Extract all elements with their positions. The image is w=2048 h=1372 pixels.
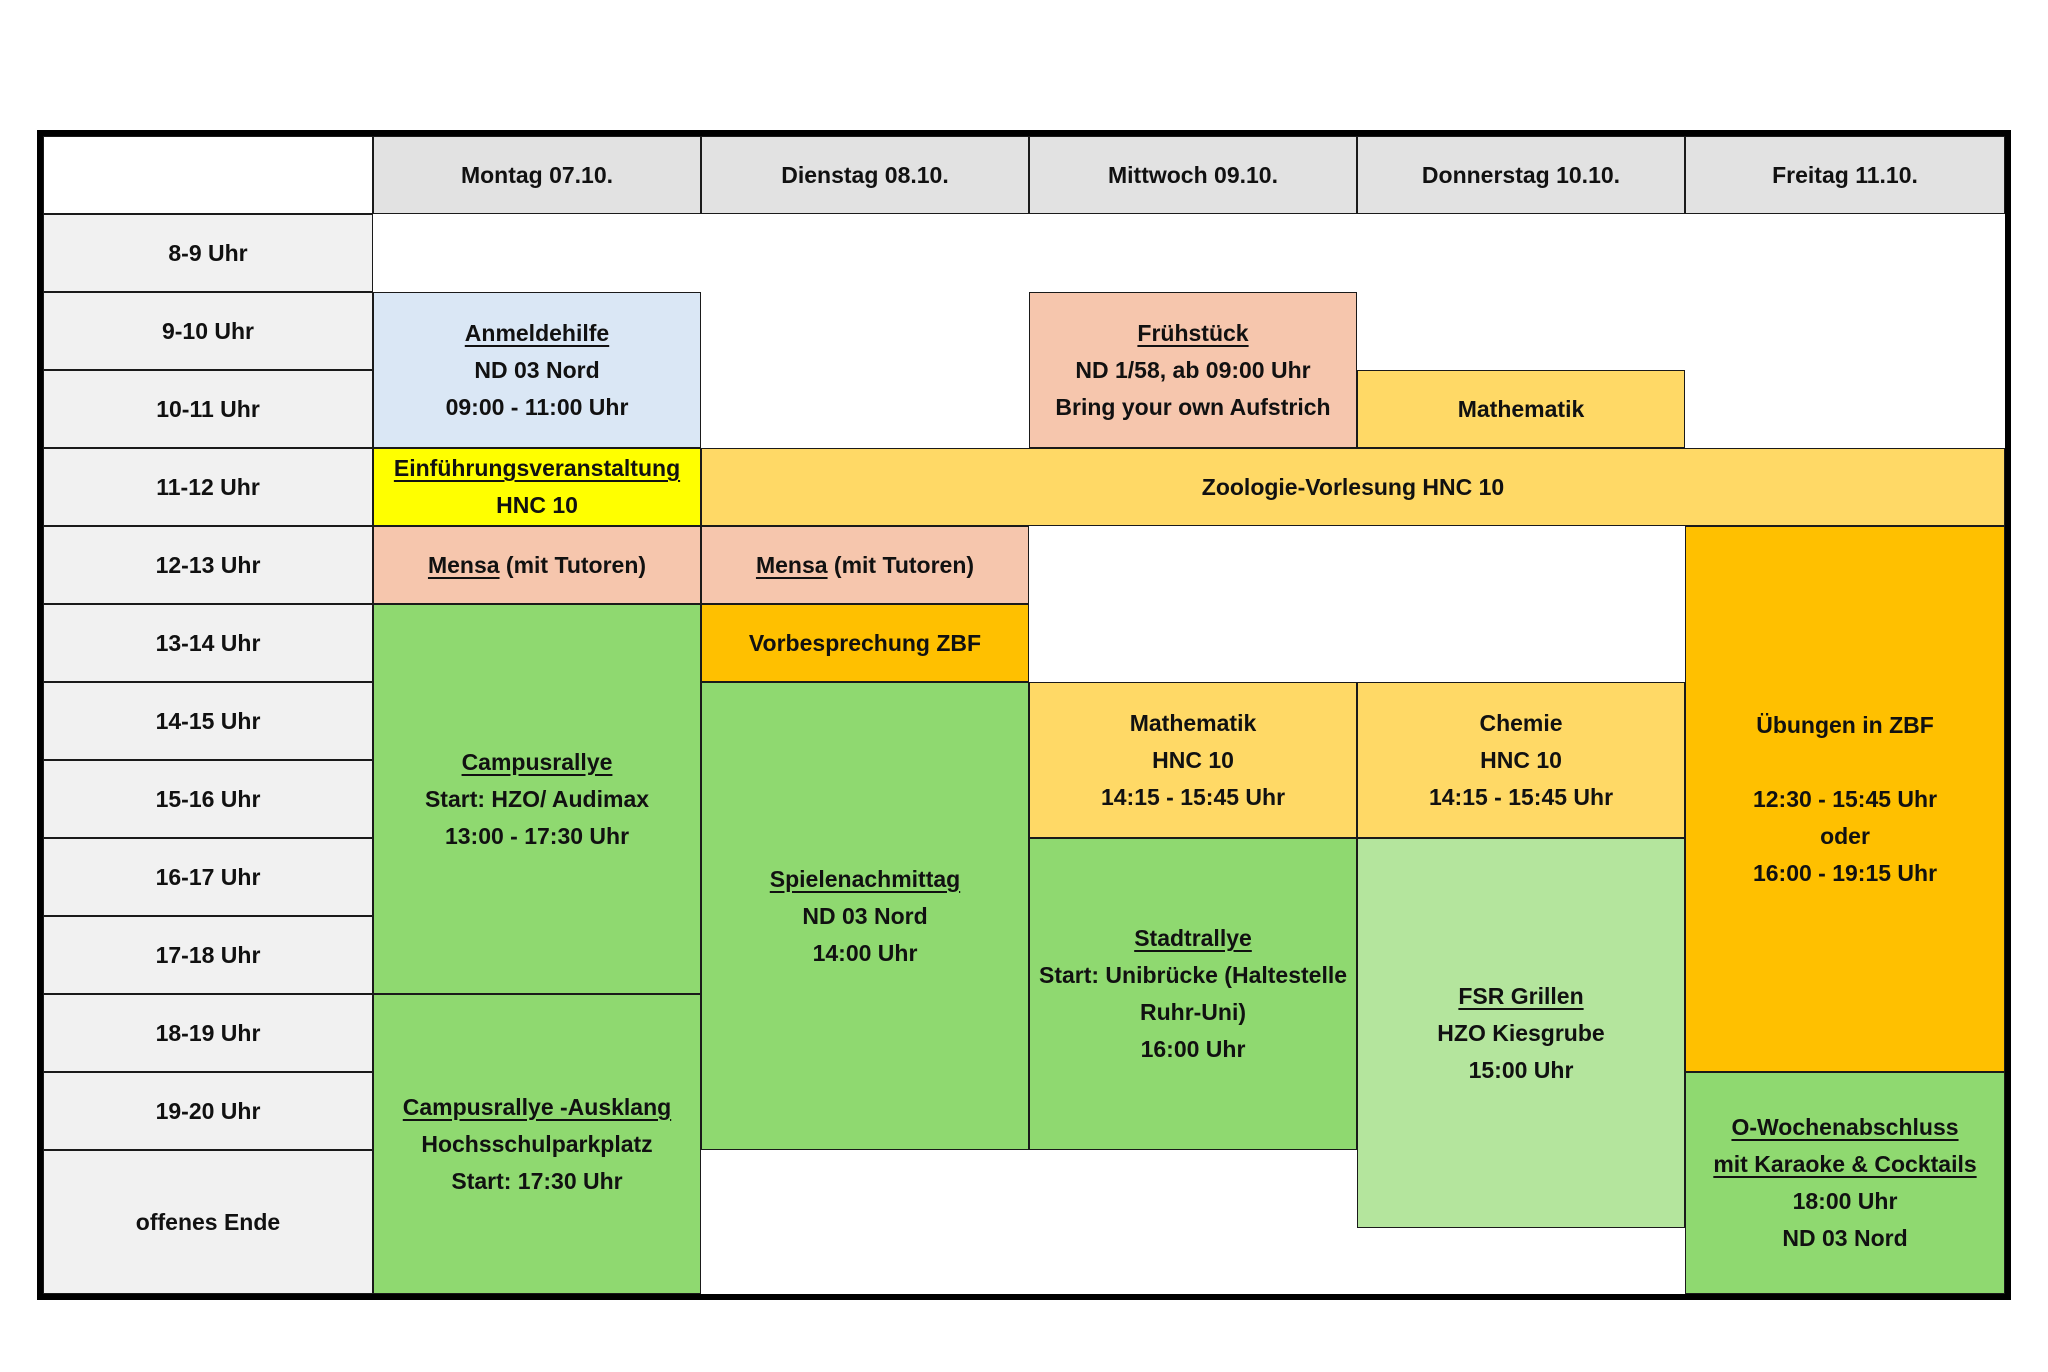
event-location: HNC 10 bbox=[1480, 746, 1562, 773]
event-fruehstueck: Frühstück ND 1/58, ab 09:00 Uhr Bring yo… bbox=[1029, 292, 1357, 448]
time-slot: offenes Ende bbox=[43, 1150, 373, 1294]
event-time: 13:00 - 17:30 Uhr bbox=[444, 822, 630, 849]
event-title: Übungen in ZBF bbox=[1756, 711, 1934, 738]
event-time: 14:00 Uhr bbox=[812, 939, 918, 966]
time-slot: 9-10 Uhr bbox=[43, 292, 373, 370]
time-slot: 13-14 Uhr bbox=[43, 604, 373, 682]
event-time: 16:00 Uhr bbox=[1140, 1036, 1246, 1062]
event-mathematik-thursday: Mathematik bbox=[1357, 370, 1685, 448]
event-time: 09:00 - 11:00 Uhr bbox=[445, 393, 629, 420]
event-title: Stadtrallye bbox=[1134, 925, 1252, 951]
event-title: Frühstück bbox=[1137, 319, 1249, 346]
event-note: Bring your own Aufstrich bbox=[1055, 393, 1331, 420]
time-slot: 19-20 Uhr bbox=[43, 1072, 373, 1150]
event-spielenachmittag: Spielenachmittag ND 03 Nord 14:00 Uhr bbox=[701, 682, 1029, 1150]
event-campusrallye: Campusrallye Start: HZO/ Audimax 13:00 -… bbox=[373, 604, 701, 994]
event-einfuehrungsveranstaltung: Einführungsveranstaltung HNC 10 bbox=[373, 448, 701, 526]
event-location: HZO Kiesgrube bbox=[1437, 1019, 1605, 1046]
event-location: Start: HZO/ Audimax bbox=[424, 785, 650, 812]
day-header-friday: Freitag 11.10. bbox=[1685, 136, 2005, 214]
event-title: Mathematik bbox=[1129, 709, 1257, 736]
time-slot: 11-12 Uhr bbox=[43, 448, 373, 526]
event-location: Hochsschulparkplatz bbox=[421, 1130, 653, 1157]
event-location: ND 03 Nord bbox=[802, 902, 928, 929]
event-fsr-grillen: FSR Grillen HZO Kiesgrube 15:00 Uhr bbox=[1357, 838, 1685, 1228]
event-location: HNC 10 bbox=[1152, 746, 1234, 773]
event-o-wochenabschluss: O-Wochenabschluss mit Karaoke & Cocktail… bbox=[1685, 1072, 2005, 1294]
event-time: 18:00 Uhr bbox=[1792, 1188, 1898, 1214]
time-slot: 17-18 Uhr bbox=[43, 916, 373, 994]
time-slot: 18-19 Uhr bbox=[43, 994, 373, 1072]
event-uebungen-zbf: Übungen in ZBF 12:30 - 15:45 Uhr oder 16… bbox=[1685, 526, 2005, 1072]
event-title: Chemie bbox=[1479, 709, 1563, 736]
event-time: 15:00 Uhr bbox=[1468, 1056, 1574, 1083]
event-location-cont: Ruhr-Uni) bbox=[1139, 999, 1247, 1025]
event-stadtrallye: Stadtrallye Start: Unibrücke (Haltestell… bbox=[1029, 838, 1357, 1150]
event-location: ND 1/58, ab 09:00 Uhr bbox=[1075, 356, 1311, 383]
event-zoologie-vorlesung: Zoologie-Vorlesung HNC 10 bbox=[701, 448, 2005, 526]
event-time-alt: 16:00 - 19:15 Uhr bbox=[1752, 859, 1938, 886]
event-chemie: Chemie HNC 10 14:15 - 15:45 Uhr bbox=[1357, 682, 1685, 838]
time-slot: 12-13 Uhr bbox=[43, 526, 373, 604]
event-title: Campusrallye bbox=[461, 748, 613, 775]
event-mensa-tuesday: Mensa (mit Tutoren) bbox=[701, 526, 1029, 604]
event-vorbesprechung-zbf: Vorbesprechung ZBF bbox=[701, 604, 1029, 682]
event-time: 14:15 - 15:45 Uhr bbox=[1100, 783, 1286, 810]
day-header-wednesday: Mittwoch 09.10. bbox=[1029, 136, 1357, 214]
schedule-table: Montag 07.10. Dienstag 08.10. Mittwoch 0… bbox=[37, 130, 2011, 1300]
event-title: Zoologie-Vorlesung HNC 10 bbox=[1201, 473, 1505, 500]
event-mathematik-wednesday: Mathematik HNC 10 14:15 - 15:45 Uhr bbox=[1029, 682, 1357, 838]
event-time: Start: 17:30 Uhr bbox=[451, 1167, 623, 1194]
event-conjunction: oder bbox=[1820, 822, 1870, 849]
event-note: (mit Tutoren) bbox=[827, 551, 975, 578]
event-mensa-monday: Mensa (mit Tutoren) bbox=[373, 526, 701, 604]
time-slot: 10-11 Uhr bbox=[43, 370, 373, 448]
event-location: Start: Unibrücke (Haltestelle bbox=[1038, 962, 1348, 988]
event-title: O-Wochenabschluss bbox=[1731, 1114, 1959, 1140]
event-title: Mensa bbox=[755, 551, 828, 578]
day-header-thursday: Donnerstag 10.10. bbox=[1357, 136, 1685, 214]
event-title: Vorbesprechung ZBF bbox=[748, 629, 982, 656]
event-title: FSR Grillen bbox=[1458, 982, 1584, 1009]
event-location: ND 03 Nord bbox=[1782, 1225, 1908, 1251]
event-title: Mathematik bbox=[1457, 395, 1585, 422]
event-title: Spielenachmittag bbox=[769, 865, 961, 892]
time-slot: 14-15 Uhr bbox=[43, 682, 373, 760]
event-subtitle: mit Karaoke & Cocktails bbox=[1713, 1151, 1977, 1177]
event-time: 14:15 - 15:45 Uhr bbox=[1428, 783, 1614, 810]
event-anmeldehilfe: Anmeldehilfe ND 03 Nord 09:00 - 11:00 Uh… bbox=[373, 292, 701, 448]
day-header-monday: Montag 07.10. bbox=[373, 136, 701, 214]
event-title: Anmeldehilfe bbox=[464, 319, 610, 346]
time-slot: 8-9 Uhr bbox=[43, 214, 373, 292]
event-campusrallye-ausklang: Campusrallye -Ausklang Hochsschulparkpla… bbox=[373, 994, 701, 1294]
time-slot: 15-16 Uhr bbox=[43, 760, 373, 838]
event-location: ND 03 Nord bbox=[474, 356, 600, 383]
event-location: HNC 10 bbox=[496, 492, 578, 518]
day-header-tuesday: Dienstag 08.10. bbox=[701, 136, 1029, 214]
event-time: 12:30 - 15:45 Uhr bbox=[1752, 785, 1938, 812]
event-note: (mit Tutoren) bbox=[499, 551, 647, 578]
event-title: Campusrallye -Ausklang bbox=[402, 1093, 672, 1120]
event-title: Einführungsveranstaltung bbox=[393, 455, 681, 481]
corner-cell bbox=[43, 136, 373, 214]
event-title: Mensa bbox=[427, 551, 500, 578]
time-slot: 16-17 Uhr bbox=[43, 838, 373, 916]
